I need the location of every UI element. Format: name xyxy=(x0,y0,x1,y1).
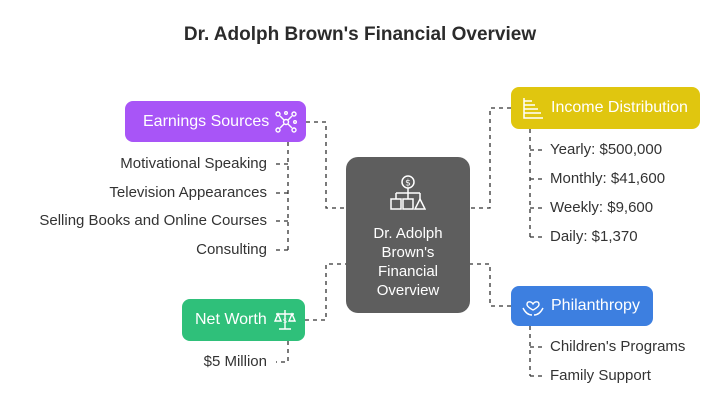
hierarchy-icon: $ xyxy=(390,175,427,218)
earnings-item: Consulting xyxy=(196,241,267,258)
center-label: Dr. Adolph Brown's Financial Overview xyxy=(353,224,463,300)
center-node: $ Dr. Adolph Brown's Financial Overview xyxy=(346,157,470,313)
earnings-sources-label: Earnings Sources xyxy=(143,112,270,130)
center-label-line: Overview xyxy=(376,282,440,299)
svg-text:$: $ xyxy=(283,317,287,325)
income-item: Yearly: $500,000 xyxy=(550,141,663,158)
scale-icon: $ xyxy=(273,308,297,337)
net-worth-label: Net Worth xyxy=(195,311,267,328)
income-item: Weekly: $9,600 xyxy=(550,199,654,216)
earnings-item: Motivational Speaking xyxy=(120,155,267,172)
income-item: Monthly: $41,600 xyxy=(550,170,666,187)
income-distribution-label: Income Distribution xyxy=(551,99,688,116)
philanthropy-label: Philanthropy xyxy=(551,297,640,314)
income-distribution-node: Income Distribution xyxy=(511,87,700,129)
philanthropy-item: Children's Programs xyxy=(550,338,686,355)
earnings-item: Television Appearances xyxy=(109,184,267,201)
svg-text:$: $ xyxy=(405,179,411,189)
earnings-item: Selling Books and Online Courses xyxy=(39,212,267,229)
heart-hands-icon xyxy=(522,295,544,322)
bar-chart-icon xyxy=(522,97,544,124)
center-label-line: Brown's xyxy=(381,244,435,261)
philanthropy-item: Family Support xyxy=(550,367,651,384)
earnings-sources-node: Earnings Sources xyxy=(125,101,306,142)
philanthropy-node: Philanthropy xyxy=(511,286,653,326)
net-worth-node: Net Worth $ xyxy=(182,299,305,341)
center-label-line: Dr. Adolph xyxy=(373,225,443,242)
page-title: Dr. Adolph Brown's Financial Overview xyxy=(183,24,537,45)
net-worth-item: $5 Million xyxy=(203,353,267,370)
network-icon xyxy=(274,110,298,139)
income-item: Daily: $1,370 xyxy=(550,228,638,245)
center-label-line: Financial xyxy=(377,263,439,280)
